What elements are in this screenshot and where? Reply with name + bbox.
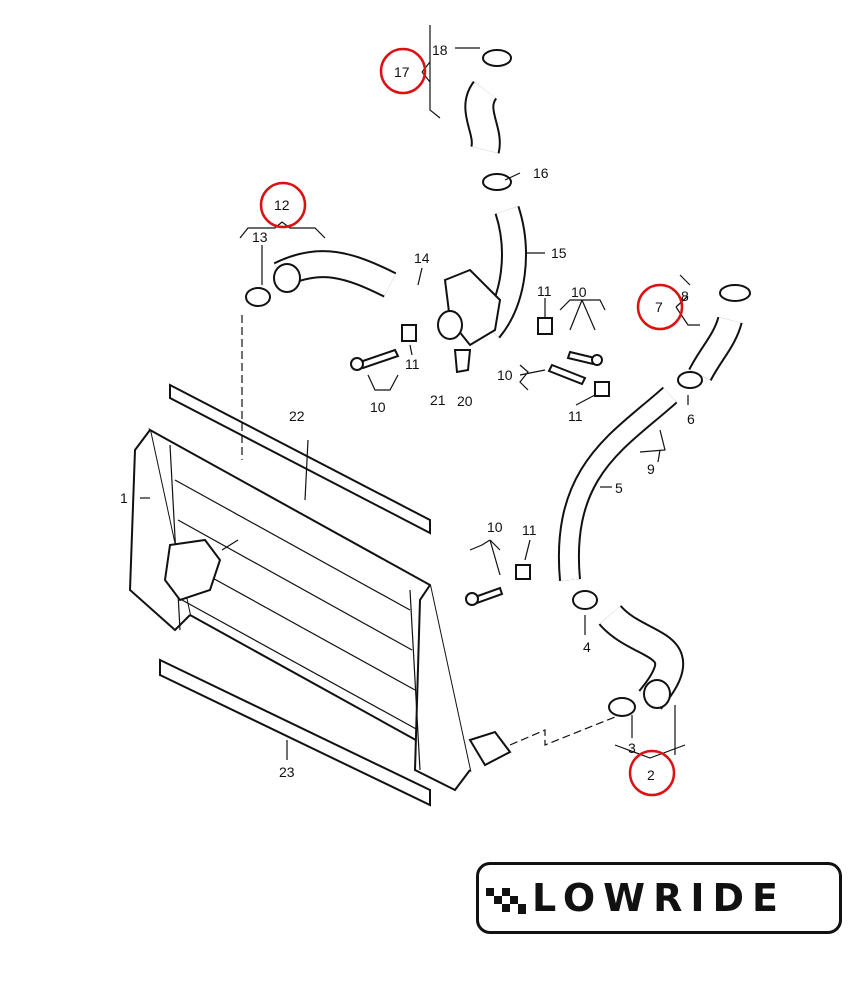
hose-12 xyxy=(245,250,397,307)
label-15: 15 xyxy=(551,245,567,261)
label-1: 1 xyxy=(120,490,128,506)
bolts xyxy=(350,317,610,606)
label-20: 20 xyxy=(457,393,473,409)
checkered-flag-icon xyxy=(486,888,526,914)
highlight-ring-7 xyxy=(636,283,684,331)
label-10: 10 xyxy=(497,367,513,383)
label-4: 4 xyxy=(583,639,591,655)
label-13: 13 xyxy=(252,229,268,245)
label-3: 3 xyxy=(628,740,636,756)
leader-lines xyxy=(140,25,700,760)
label-9: 9 xyxy=(647,461,655,477)
label-18: 18 xyxy=(432,42,448,58)
label-11: 11 xyxy=(405,356,420,372)
label-8: 8 xyxy=(681,288,689,304)
label-22: 22 xyxy=(289,408,305,424)
highlight-ring-2 xyxy=(628,749,676,797)
label-16: 16 xyxy=(533,165,549,181)
hose-2 xyxy=(468,590,685,767)
highlight-ring-12 xyxy=(259,181,307,229)
label-17: 17 xyxy=(394,64,410,80)
rail-22 xyxy=(169,383,431,535)
lowride-logo xyxy=(476,862,842,934)
hose-17 xyxy=(464,49,512,191)
label-7: 7 xyxy=(655,299,663,315)
label-5: 5 xyxy=(615,480,623,496)
pipe-15 xyxy=(437,205,527,347)
label-12: 12 xyxy=(274,197,290,213)
label-2: 2 xyxy=(647,767,655,783)
label-11: 11 xyxy=(568,408,583,424)
logo-text: LOWRIDE xyxy=(532,876,786,920)
label-11: 11 xyxy=(522,522,537,538)
label-11: 11 xyxy=(537,283,552,299)
label-14: 14 xyxy=(414,250,430,266)
label-10: 10 xyxy=(571,284,587,300)
rail-23 xyxy=(159,658,431,807)
intercooler xyxy=(128,428,472,792)
label-23: 23 xyxy=(279,764,295,780)
label-10: 10 xyxy=(370,399,386,415)
pipe-5 xyxy=(557,386,678,581)
label-10: 10 xyxy=(487,519,503,535)
hose-7 xyxy=(677,284,751,389)
label-6: 6 xyxy=(687,411,695,427)
label-21: 21 xyxy=(430,392,446,408)
highlight-ring-17 xyxy=(379,47,427,95)
